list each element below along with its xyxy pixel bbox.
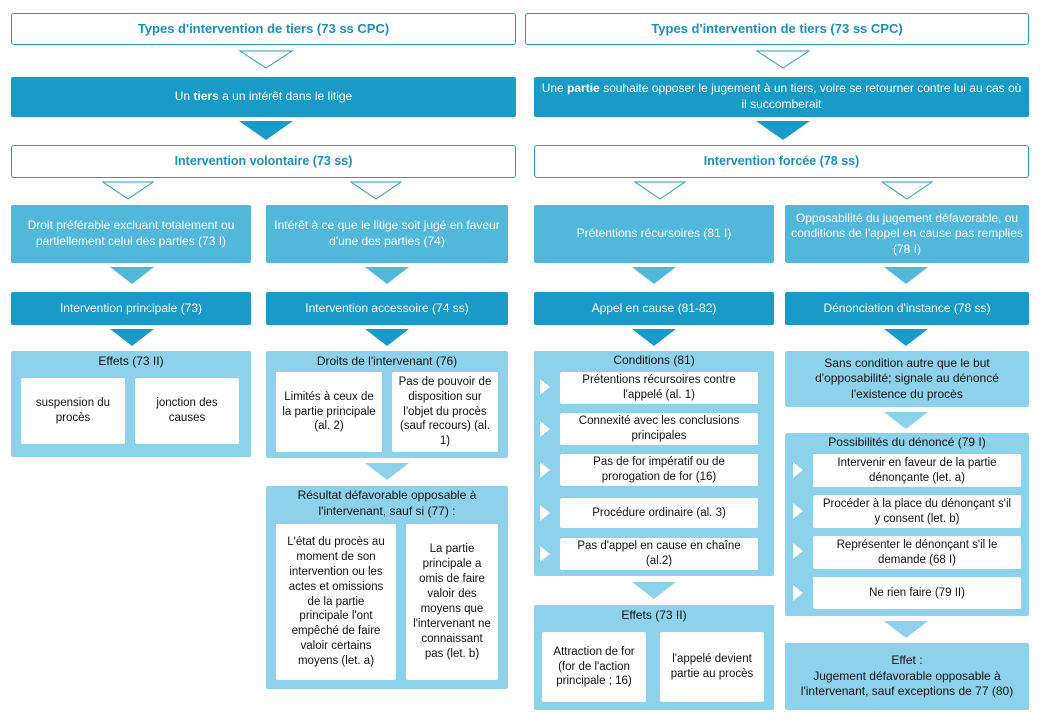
panel-title: Résultat défavorable opposable à l'inter… [297, 488, 477, 518]
possibilite-item: Procéder à la place du dénonçant s'il y … [813, 495, 1021, 528]
pointer-icon [540, 421, 550, 437]
effets-appel-panel: Effets (73 II) Attraction de for (for de… [534, 605, 774, 710]
exception-item: La partie principale a omis de faire val… [406, 524, 498, 680]
condition-item: Pas de for impératif ou de prorogation d… [560, 454, 758, 486]
effet-item: suspension du procès [21, 378, 125, 444]
down-arrow-icon [756, 121, 810, 140]
condition-item: Prétentions récursoires contre l'appelé … [560, 372, 758, 404]
down-arrow-outline-icon [238, 50, 294, 69]
panel-title: Conditions (81) [613, 353, 695, 367]
down-arrow-icon [239, 121, 293, 140]
right-situation: Une partie souhaite opposer le jugement … [534, 77, 1029, 117]
down-arrow-icon [365, 329, 409, 346]
appel-en-cause: Appel en cause (81-82) [534, 292, 774, 325]
pointer-icon [540, 462, 550, 478]
left-situation: Un tiers a un intérêt dans le litige [11, 77, 516, 117]
situation-text-bold: tiers [193, 89, 219, 104]
down-arrow-icon [632, 582, 676, 599]
effet-title: Effet : [891, 653, 923, 668]
resultat-panel: Résultat défavorable opposable à l'inter… [266, 486, 508, 689]
left-intervention-type: Intervention volontaire (73 ss) [11, 145, 516, 178]
droits-panel: Droits de l'intervenant (76) Limités à c… [266, 351, 508, 458]
effets-panel: Effets (73 II) suspension du procès jonc… [11, 351, 251, 457]
cause-opposabilite: Opposabilité du jugement défavorable, ou… [785, 205, 1029, 263]
down-arrow-icon [884, 329, 928, 346]
down-arrow-icon [632, 329, 676, 346]
down-arrow-icon [632, 267, 676, 284]
effet-item: Attraction de for (for de l'action princ… [542, 632, 646, 702]
denonciation-instance: Dénonciation d'instance (78 ss) [785, 292, 1029, 325]
possibilite-item: Représenter le dénonçant s'il le demande… [813, 536, 1021, 569]
situation-text-post: a un intérêt dans le litige [218, 89, 353, 104]
right-header: Types d'intervention de tiers (73 ss CPC… [525, 13, 1029, 45]
panel-title: Droits de l'intervenant (76) [316, 354, 458, 368]
down-arrow-icon [884, 621, 928, 638]
panel-title: Possibilités du dénoncé (79 I) [828, 435, 986, 449]
down-arrow-icon [110, 329, 154, 346]
effet-text: Jugement défavorable opposable à l'inter… [800, 668, 1014, 699]
exception-item: L'état du procès au moment de son interv… [276, 524, 396, 680]
down-arrow-icon [365, 267, 409, 284]
down-arrow-outline-icon [633, 181, 687, 200]
situation-text-post: souhaite opposer le jugement à un tiers,… [599, 81, 1022, 111]
cause-interet: Intérêt à ce que le litige soit jugé en … [266, 205, 508, 263]
situation-text-bold: partie [567, 81, 600, 96]
down-arrow-icon [110, 267, 154, 284]
possibilite-item: Ne rien faire (79 II) [813, 577, 1021, 609]
pointer-icon [793, 543, 803, 559]
right-intervention-type: Intervention forcée (78 ss) [534, 145, 1029, 178]
situation-text-pre: Un [174, 89, 194, 104]
down-arrow-outline-icon [880, 181, 934, 200]
panel-title: Effets (73 II) [621, 608, 687, 622]
droit-item: Limités à ceux de la partie principale (… [276, 372, 382, 452]
condition-item: Connexité avec les conclusions principal… [560, 413, 758, 445]
condition-item: Procédure ordinaire (al. 3) [560, 498, 758, 528]
down-arrow-icon [884, 412, 928, 429]
effet-item: l'appelé devient partie au procès [660, 632, 764, 702]
pointer-icon [540, 546, 550, 562]
pointer-icon [793, 462, 803, 478]
pointer-icon [540, 505, 550, 521]
pointer-icon [793, 585, 803, 601]
conditions-panel: Conditions (81) Prétentions récursoires … [534, 351, 774, 576]
down-arrow-icon [365, 463, 409, 480]
cause-pretentions: Prétentions récursoires (81 I) [534, 205, 774, 263]
left-header: Types d'intervention de tiers (73 ss CPC… [11, 13, 516, 45]
down-arrow-outline-icon [101, 181, 155, 200]
down-arrow-icon [884, 267, 928, 284]
condition-item: Pas d'appel en cause en chaîne (al.2) [560, 538, 758, 570]
situation-text-pre: Une [541, 81, 568, 96]
intervention-principale: Intervention principale (73) [11, 292, 251, 325]
cause-droit-preferable: Droit préférable excluant totalement ou … [11, 205, 251, 263]
panel-title: Effets (73 II) [98, 354, 164, 368]
down-arrow-outline-icon [755, 50, 811, 69]
down-arrow-outline-icon [349, 181, 403, 200]
pointer-icon [793, 503, 803, 519]
denonciation-condition: Sans condition autre que le but d'opposa… [785, 351, 1029, 407]
possibilite-item: Intervenir en faveur de la partie dénonç… [813, 454, 1021, 487]
effet-item: jonction des causes [135, 378, 239, 444]
droit-item: Pas de pouvoir de disposition sur l'obje… [392, 372, 498, 452]
intervention-accessoire: Intervention accessoire (74 ss) [266, 292, 508, 325]
possibilites-panel: Possibilités du dénoncé (79 I) Interveni… [785, 433, 1029, 616]
pointer-icon [540, 379, 550, 395]
effet-denonciation: Effet : Jugement défavorable opposable à… [785, 643, 1029, 710]
